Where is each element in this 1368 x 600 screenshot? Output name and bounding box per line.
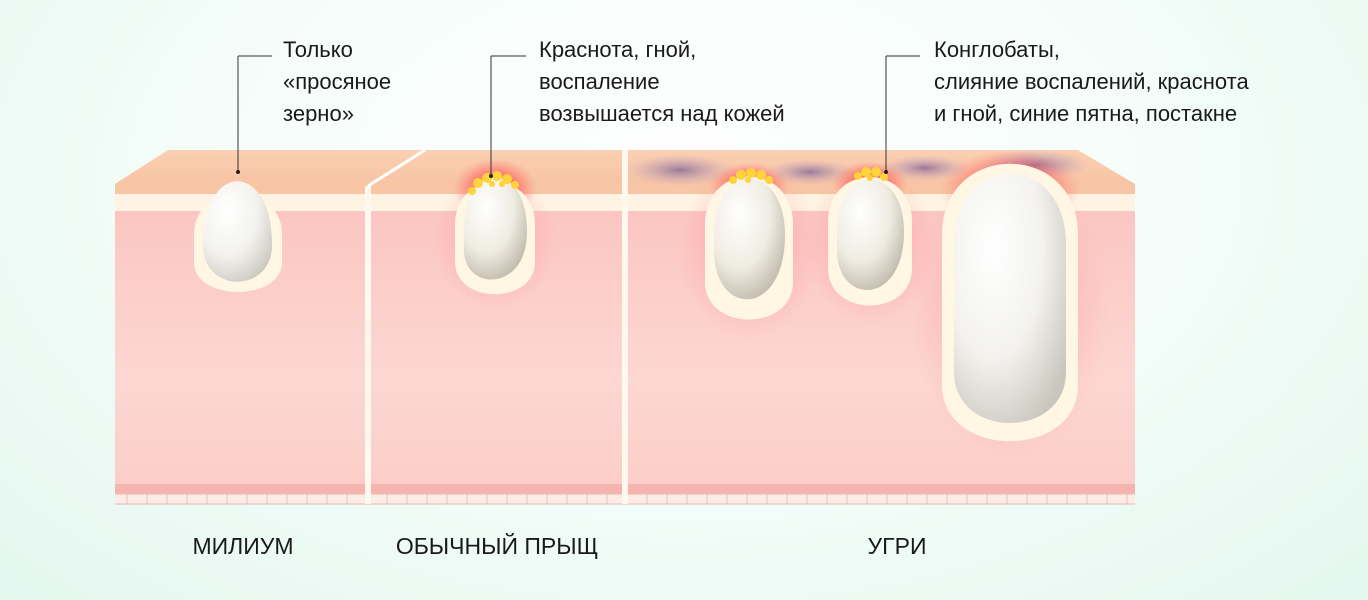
acne-leader-dot	[884, 170, 888, 174]
section-divider-2	[622, 150, 628, 504]
milium-callout-line-2: «просяное	[283, 69, 392, 94]
pimple-lesion	[433, 158, 557, 310]
milium-lesion	[194, 181, 282, 292]
base-tick-marks	[126, 494, 1128, 504]
pimple-leader-dot	[489, 174, 493, 178]
acne-callout: Конглобаты, слияние воспалений, краснота…	[934, 34, 1249, 130]
pimple-callout: Краснота, гной, воспаление возвышается н…	[539, 34, 785, 130]
section-label-pimple: ОБЫЧНЫЙ ПРЫЩ	[395, 533, 599, 559]
acne-callout-line-2: слияние воспалений, краснота	[934, 69, 1249, 94]
milium-callout-line-3: зерно»	[283, 101, 354, 126]
section-label-milium: МИЛИУМ	[192, 533, 294, 559]
milium-leader-dot	[236, 170, 240, 174]
milium-callout-line-1: Только	[283, 37, 353, 62]
pimple-callout-line-3: возвышается над кожей	[539, 101, 785, 126]
section-label-acne: УГРИ	[867, 533, 927, 559]
section-divider-1	[365, 148, 426, 504]
acne-lesion-2	[804, 161, 936, 325]
acne-lesion-1	[677, 160, 821, 340]
pimple-callout-line-2: воспаление	[539, 69, 660, 94]
acne-callout-line-1: Конглобаты,	[934, 37, 1060, 62]
acne-lesion-3	[910, 150, 1110, 460]
pimple-callout-line-1: Краснота, гной,	[539, 37, 697, 62]
acne-callout-line-3: и гной, синие пятна, постакне	[934, 101, 1238, 126]
pus-crust	[468, 171, 519, 195]
milium-callout: Только «просяное зерно»	[283, 34, 391, 130]
